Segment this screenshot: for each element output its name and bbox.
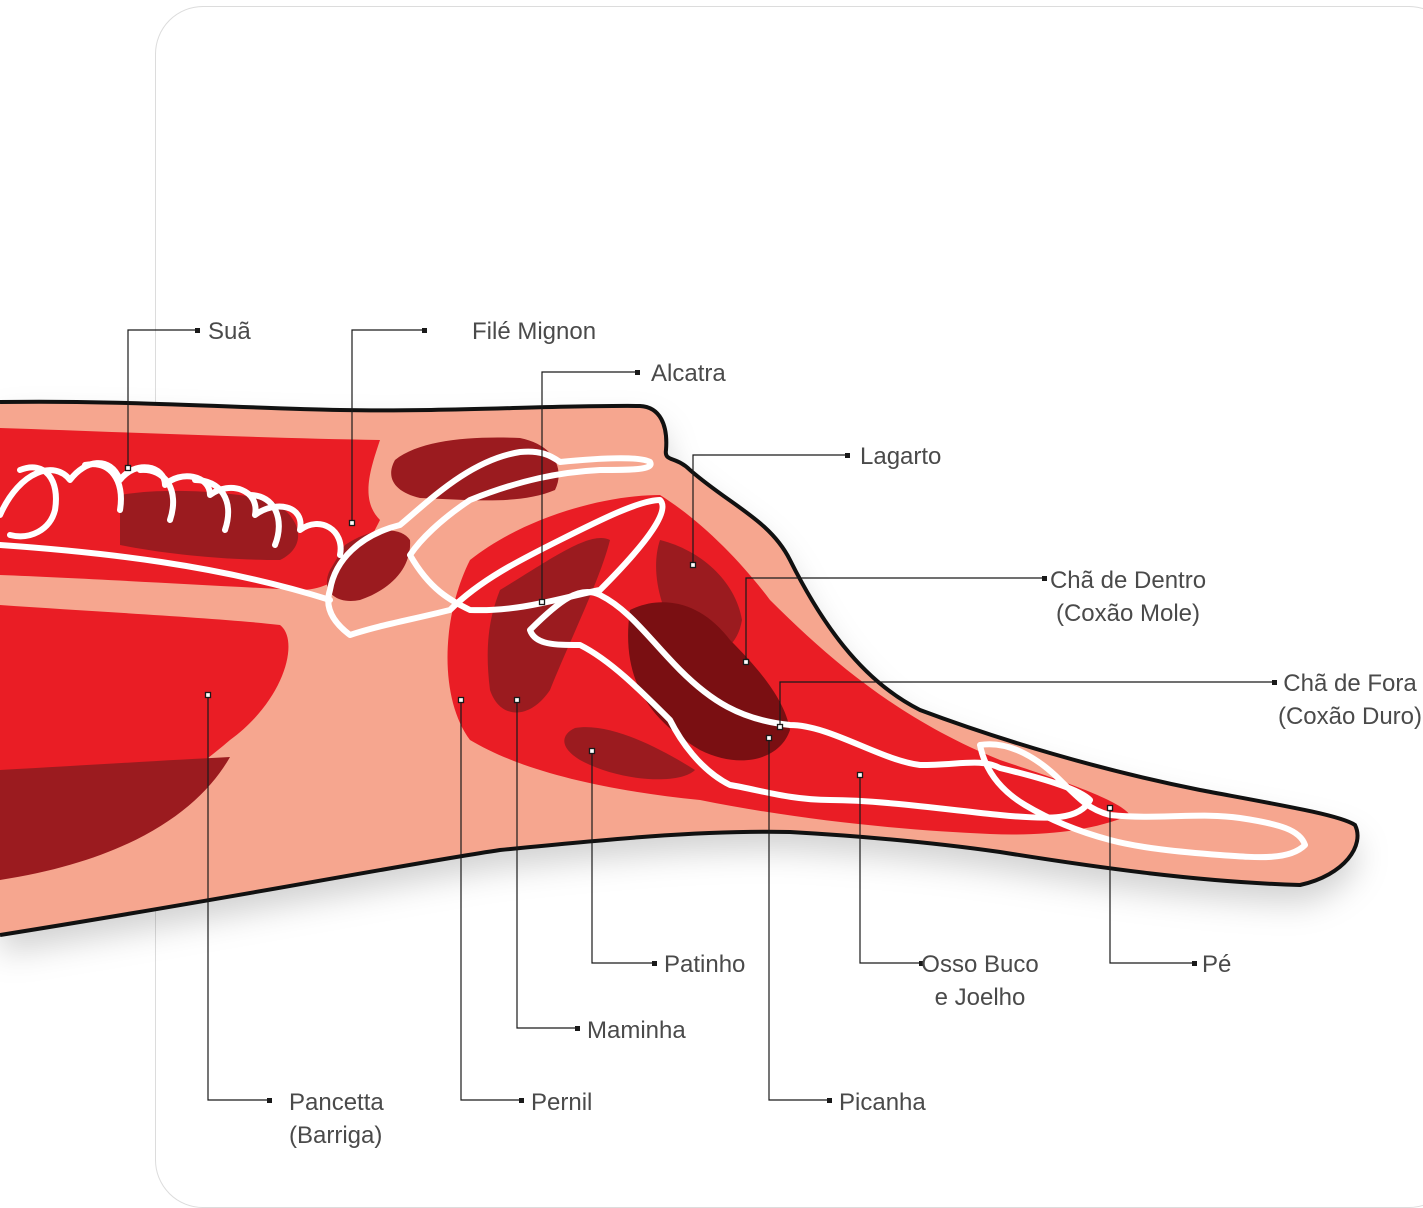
label-pancetta-sub: (Barriga) <box>289 1122 382 1149</box>
label-alcatra: Alcatra <box>651 360 726 387</box>
label-lagarto: Lagarto <box>860 443 941 470</box>
label-cha-de-dentro: Chã de Dentro <box>1050 567 1206 594</box>
label-cha-de-fora-sub: (Coxão Duro) <box>1278 703 1422 730</box>
label-pancetta: Pancetta <box>289 1089 384 1116</box>
label-pe: Pé <box>1202 951 1231 978</box>
label-osso-buco: Osso Buco <box>921 951 1038 978</box>
pork-cuts-diagram: Suã Filé Mignon Alcatra Lagarto Chã de D… <box>0 0 1423 1150</box>
label-cha-de-fora: Chã de Fora <box>1283 670 1417 697</box>
label-osso-buco-sub: e Joelho <box>935 984 1026 1011</box>
label-sua: Suã <box>208 318 251 345</box>
label-pernil: Pernil <box>531 1089 592 1116</box>
label-picanha: Picanha <box>839 1089 926 1116</box>
label-file-mignon: Filé Mignon <box>472 318 596 345</box>
label-patinho: Patinho <box>664 951 745 978</box>
label-cha-de-dentro-sub: (Coxão Mole) <box>1056 600 1200 627</box>
label-maminha: Maminha <box>587 1017 686 1044</box>
